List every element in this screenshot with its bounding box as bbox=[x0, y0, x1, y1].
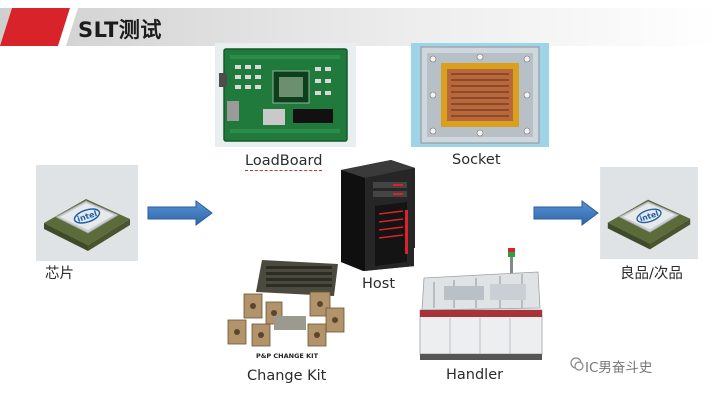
socket-label: Socket bbox=[452, 152, 501, 168]
change-kit-plate-text: P&P CHANGE KIT bbox=[256, 352, 319, 360]
chip-input-image: intel bbox=[36, 165, 138, 261]
socket-image bbox=[411, 43, 549, 147]
change-kit-label: Change Kit bbox=[247, 368, 326, 384]
host-label: Host bbox=[362, 276, 395, 292]
header-red-accent bbox=[0, 8, 70, 46]
chip-output-image: intel bbox=[600, 167, 698, 259]
host-image bbox=[333, 158, 417, 272]
handler-image bbox=[414, 248, 548, 366]
watermark-text: IC男奋斗史 bbox=[585, 356, 652, 376]
arrow-test-to-output bbox=[532, 200, 600, 226]
page-title: SLT测试 bbox=[78, 14, 162, 44]
chip-output-label: 良品/次品 bbox=[620, 262, 683, 283]
loadboard-label: LoadBoard bbox=[245, 152, 322, 171]
loadboard-image bbox=[215, 43, 356, 147]
chip-input-label: 芯片 bbox=[45, 262, 74, 283]
handler-label: Handler bbox=[446, 367, 503, 383]
change-kit-image: P&P CHANGE KIT bbox=[222, 258, 352, 366]
arrow-input-to-test bbox=[146, 200, 214, 226]
wechat-icon bbox=[570, 357, 584, 371]
